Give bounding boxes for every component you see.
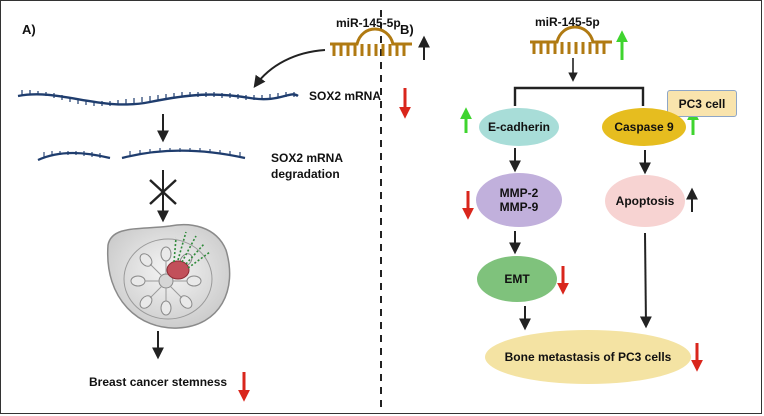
breast-tissue-icon [107, 223, 231, 329]
sox2-mrna-label: SOX2 mRNA [309, 89, 382, 103]
mirna-hairpin-icon [330, 27, 412, 56]
branch-line [513, 86, 645, 106]
sox2-mrna-strand [17, 93, 299, 106]
emt-node: EMT [477, 256, 557, 302]
apoptosis-node: Apoptosis [605, 175, 685, 227]
caspase-9-node: Caspase 9 [602, 108, 686, 146]
panel-a-label: A) [22, 22, 36, 37]
mmp-2-label: MMP-2 [499, 186, 539, 200]
degraded-mrna-fragments [37, 149, 246, 162]
panel-b-label: B) [400, 22, 414, 37]
degradation-label-line1: SOX2 mRNA [271, 151, 344, 165]
bone-metastasis-node: Bone metastasis of PC3 cells [485, 330, 691, 384]
block-x-icon [149, 179, 177, 205]
pc3-cell-badge: PC3 cell [667, 90, 737, 117]
mmp-node: MMP-2 MMP-9 [476, 173, 562, 227]
degradation-label-line2: degradation [271, 167, 340, 181]
arrow-apoptosis-to-outcome [639, 232, 652, 329]
e-cadherin-node: E-cadherin [479, 108, 559, 146]
mirna-hairpin-icon [530, 25, 612, 54]
mmp-9-label: MMP-9 [499, 200, 539, 214]
mirna-label-b: miR-145-5p [535, 15, 600, 29]
tumor-mass [166, 260, 190, 280]
mirna-label-a: miR-145-5p [336, 16, 401, 30]
stemness-label: Breast cancer stemness [89, 375, 228, 389]
curved-arrow [253, 49, 326, 88]
